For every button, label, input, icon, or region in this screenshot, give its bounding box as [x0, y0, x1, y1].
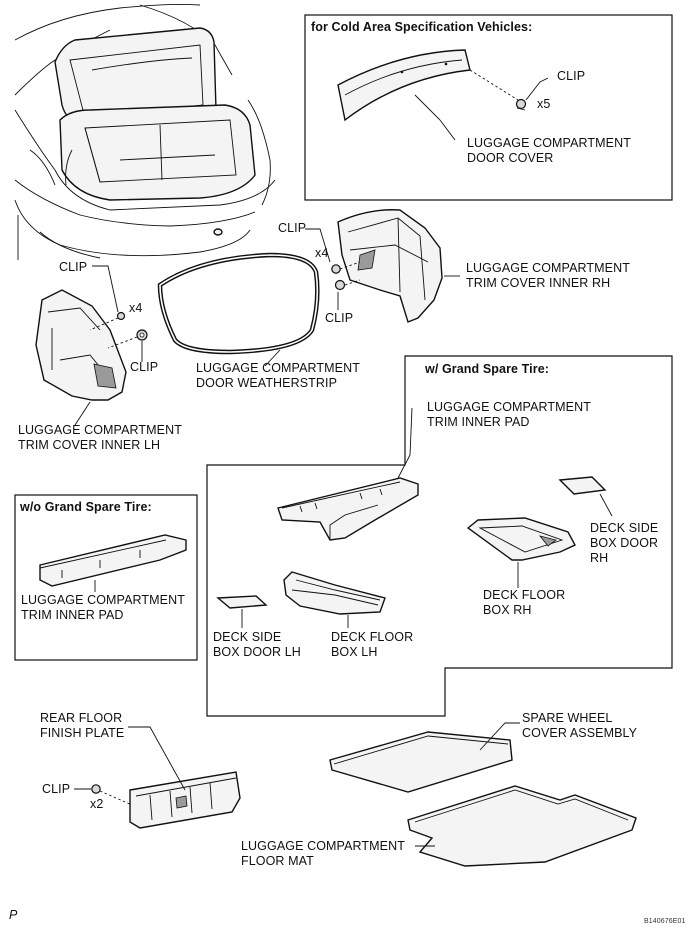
cold-area-header: for Cold Area Specification Vehicles:	[311, 20, 533, 34]
deck-floor-rh-line-2: BOX RH	[483, 603, 532, 617]
weatherstrip-line-2: DOOR WEATHERSTRIP	[196, 376, 338, 390]
deck-floor-lh-label: DECK FLOOR BOX LH	[331, 630, 413, 660]
clip-floor-part	[91, 784, 101, 794]
trim-cover-lh-part	[35, 289, 127, 401]
trim-cover-rh-line-2: TRIM COVER INNER RH	[466, 276, 611, 290]
floor-mat-line-1: LUGGAGE COMPARTMENT	[241, 839, 405, 853]
floor-mat-part	[407, 785, 637, 867]
x4-lh-label: x4	[129, 301, 143, 315]
deck-side-rh-part	[558, 476, 607, 495]
clip-lh-bottom-part	[136, 329, 148, 341]
spare-wheel-cover-line-2: COVER ASSEMBLY	[522, 726, 638, 740]
weatherstrip-part	[157, 252, 320, 355]
deck-side-rh-line-2: BOX DOOR	[590, 536, 659, 550]
x4-rh-label: x4	[315, 246, 329, 260]
deck-floor-lh-line-1: DECK FLOOR	[331, 630, 414, 644]
rear-floor-plate-line-2: FINISH PLATE	[40, 726, 125, 740]
no-grand-spare-box	[14, 494, 198, 661]
trim-cover-lh-line-1: LUGGAGE COMPARTMENT	[18, 423, 182, 437]
trim-cover-lh-label: LUGGAGE COMPARTMENT TRIM COVER INNER LH	[18, 423, 182, 453]
deck-floor-lh-line-2: BOX LH	[331, 645, 378, 659]
deck-floor-rh-label: DECK FLOOR BOX RH	[483, 588, 565, 618]
clip-cold-part	[515, 98, 527, 111]
cold-area-box	[304, 14, 673, 201]
clip-top-leader	[525, 77, 549, 101]
clip-lh-bottom-label: CLIP	[130, 360, 159, 374]
deck-side-lh-label: DECK SIDE BOX DOOR LH	[213, 630, 301, 660]
clip-rh-top-part	[331, 264, 341, 274]
weatherstrip-line-1: LUGGAGE COMPARTMENT	[196, 361, 360, 375]
deck-side-rh-line-1: DECK SIDE	[590, 521, 659, 535]
rear-floor-plate-part	[129, 771, 241, 829]
trim-pad-grand-line-2: TRIM INNER PAD	[427, 415, 530, 429]
clip-rh-top-label: CLIP	[278, 221, 307, 235]
clip-lh-top-part	[116, 311, 126, 321]
deck-side-lh-part	[216, 595, 268, 609]
page-mark: P	[9, 908, 18, 922]
trim-pad-no-grand-label: LUGGAGE COMPARTMENT TRIM INNER PAD	[21, 593, 185, 623]
deck-floor-lh-part	[283, 571, 386, 615]
grand-spare-box	[206, 355, 673, 717]
figure-code: B140676E01	[644, 918, 686, 925]
floor-mat-line-2: FLOOR MAT	[241, 854, 314, 868]
x5-label: x5	[537, 97, 551, 111]
no-grand-spare-header: w/o Grand Spare Tire:	[20, 500, 152, 514]
spare-wheel-cover-label: SPARE WHEEL COVER ASSEMBLY	[522, 711, 637, 741]
deck-side-lh-line-2: BOX DOOR LH	[213, 645, 301, 659]
clip-top-label: CLIP	[557, 69, 586, 83]
trim-pad-grand-label: LUGGAGE COMPARTMENT TRIM INNER PAD	[427, 400, 591, 430]
floor-mat-label: LUGGAGE COMPARTMENT FLOOR MAT	[241, 839, 405, 869]
deck-side-rh-label: DECK SIDE BOX DOOR RH	[590, 521, 658, 566]
clip-rh-bottom-label: CLIP	[325, 311, 354, 325]
weatherstrip-label: LUGGAGE COMPARTMENT DOOR WEATHERSTRIP	[196, 361, 360, 391]
door-cover-line-2: DOOR COVER	[467, 151, 554, 165]
clip-floor-label: CLIP	[42, 782, 71, 796]
clip-rh-bottom-part	[334, 279, 346, 291]
door-cover-leader	[414, 94, 456, 141]
trim-pad-grand-line-1: LUGGAGE COMPARTMENT	[427, 400, 591, 414]
trim-cover-rh-part	[337, 209, 443, 323]
spare-wheel-cover-part	[329, 731, 513, 793]
door-cover-line-1: LUGGAGE COMPARTMENT	[467, 136, 631, 150]
rear-floor-plate-line-1: REAR FLOOR	[40, 711, 123, 725]
trim-pad-no-grand-line-2: TRIM INNER PAD	[21, 608, 124, 622]
clip-lh-top-label: CLIP	[59, 260, 88, 274]
rear-floor-plate-label: REAR FLOOR FINISH PLATE	[40, 711, 124, 741]
spare-wheel-cover-line-1: SPARE WHEEL	[522, 711, 613, 725]
trim-pad-grand-part	[277, 477, 419, 541]
trim-cover-rh-line-1: LUGGAGE COMPARTMENT	[466, 261, 630, 275]
trim-pad-no-grand-line-1: LUGGAGE COMPARTMENT	[21, 593, 185, 607]
grand-spare-header: w/ Grand Spare Tire:	[425, 362, 550, 376]
car-rear-illustration	[14, 3, 276, 260]
deck-side-lh-line-1: DECK SIDE	[213, 630, 282, 644]
trim-pad-no-grand-part	[39, 534, 187, 587]
luggage-door-cover-part	[337, 49, 471, 122]
deck-floor-rh-line-1: DECK FLOOR	[483, 588, 566, 602]
deck-floor-rh-part	[466, 517, 576, 561]
trim-cover-rh-label: LUGGAGE COMPARTMENT TRIM COVER INNER RH	[466, 261, 630, 291]
deck-side-rh-line-3: RH	[590, 551, 609, 565]
door-cover-label: LUGGAGE COMPARTMENT DOOR COVER	[467, 136, 631, 166]
x2-label: x2	[90, 797, 104, 811]
trim-cover-lh-line-2: TRIM COVER INNER LH	[18, 438, 161, 452]
